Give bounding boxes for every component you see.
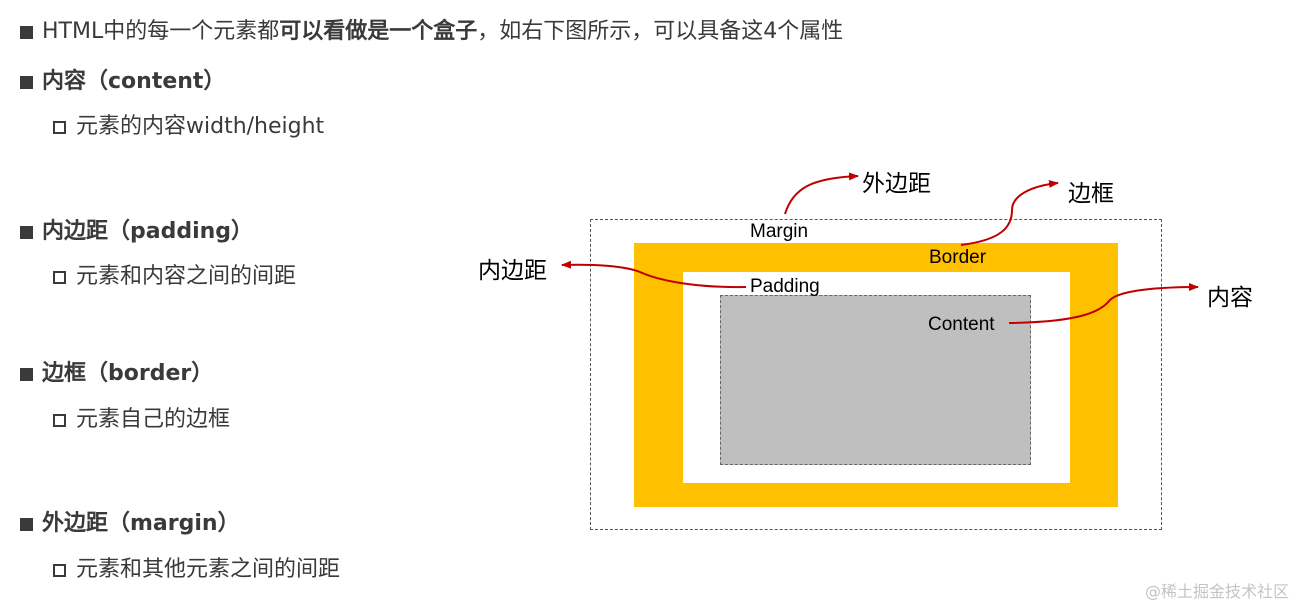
content-description: 元素的内容width/height	[76, 114, 325, 139]
intro-text: HTML中的每一个元素都可以看做是一个盒子，如右下图所示，可以具备这4个属性	[42, 17, 843, 47]
padding-callout: 内边距	[478, 258, 547, 284]
border-bullet-icon	[20, 368, 33, 381]
padding-description: 元素和内容之间的间距	[76, 264, 297, 289]
content-title: 内容（content）	[42, 69, 226, 94]
content-callout: 内容	[1207, 285, 1253, 311]
margin-callout: 外边距	[862, 171, 931, 197]
margin-bullet-icon	[20, 518, 33, 531]
padding-bullet-icon	[20, 226, 33, 239]
watermark: @稀土掘金技术社区	[1145, 582, 1290, 601]
border-title: 边框（border）	[42, 361, 214, 386]
margin-description: 元素和其他元素之间的间距	[76, 557, 341, 582]
margin-title: 外边距（margin）	[42, 511, 240, 536]
border-label: Border	[929, 247, 987, 268]
content-area	[720, 295, 1031, 465]
padding-callout-arrow	[561, 260, 747, 289]
padding-label: Padding	[750, 276, 820, 297]
content-label: Content	[928, 314, 995, 335]
border-sub-bullet-icon	[53, 414, 66, 427]
content-sub-bullet-icon	[53, 121, 66, 134]
padding-title: 内边距（padding）	[42, 219, 254, 244]
intro-bullet-icon	[20, 26, 33, 39]
intro-suffix: ，如右下图所示，可以具备这4个属性	[477, 19, 844, 44]
intro-prefix: HTML中的每一个元素都	[42, 19, 280, 44]
margin-area	[590, 219, 1162, 530]
content-callout-arrow	[1008, 283, 1199, 324]
border-callout: 边框	[1068, 181, 1114, 207]
margin-label: Margin	[750, 221, 809, 242]
margin-sub-bullet-icon	[53, 564, 66, 577]
border-description: 元素自己的边框	[76, 407, 231, 432]
content-bullet-icon	[20, 76, 33, 89]
padding-sub-bullet-icon	[53, 271, 66, 284]
intro-emphasis: 可以看做是一个盒子	[279, 19, 478, 44]
margin-callout-arrow	[784, 172, 859, 215]
border-callout-arrow	[960, 179, 1059, 246]
